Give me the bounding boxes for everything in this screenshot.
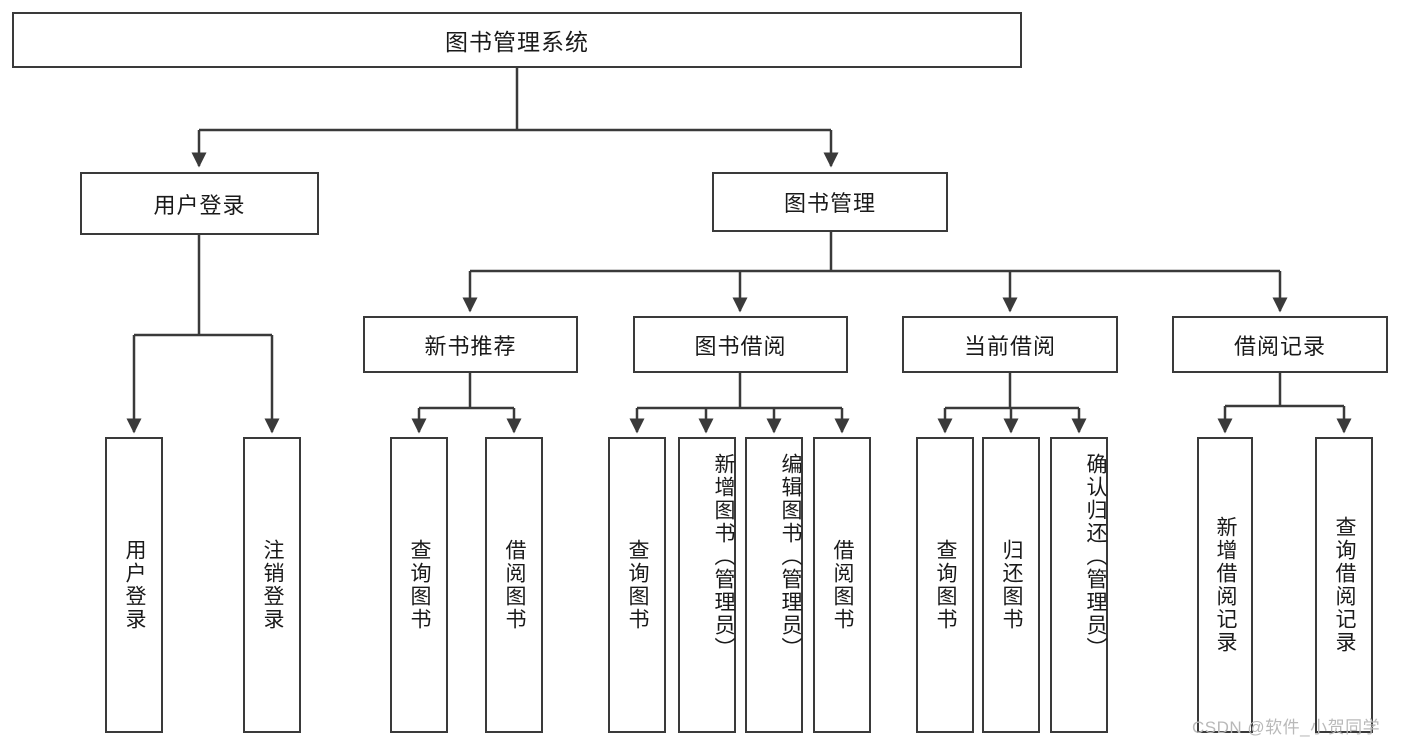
node-current-borrow[interactable]: 当前借阅	[902, 316, 1118, 373]
leaf-borrow-record-add[interactable]: 新增借阅记录	[1197, 437, 1253, 733]
node-root-system[interactable]: 图书管理系统	[12, 12, 1022, 68]
leaf-user-login-login[interactable]: 用户登录	[105, 437, 163, 733]
leaf-book-borrow-borrow[interactable]: 借阅图书	[813, 437, 871, 733]
leaf-new-book-borrow[interactable]: 借阅图书	[485, 437, 543, 733]
leaf-current-borrow-query[interactable]: 查询图书	[916, 437, 974, 733]
node-user-login[interactable]: 用户登录	[80, 172, 319, 235]
leaf-book-borrow-add[interactable]: 新增图书（管理员）	[678, 437, 736, 733]
leaf-user-login-logout[interactable]: 注销登录	[243, 437, 301, 733]
leaf-book-borrow-edit[interactable]: 编辑图书（管理员）	[745, 437, 803, 733]
node-book-borrow[interactable]: 图书借阅	[633, 316, 848, 373]
leaf-current-borrow-confirm-return[interactable]: 确认归还（管理员）	[1050, 437, 1108, 733]
leaf-new-book-query[interactable]: 查询图书	[390, 437, 448, 733]
node-book-management[interactable]: 图书管理	[712, 172, 948, 232]
node-borrow-record[interactable]: 借阅记录	[1172, 316, 1388, 373]
leaf-book-borrow-query[interactable]: 查询图书	[608, 437, 666, 733]
leaf-current-borrow-return[interactable]: 归还图书	[982, 437, 1040, 733]
leaf-borrow-record-query[interactable]: 查询借阅记录	[1315, 437, 1373, 733]
node-new-book-recommend[interactable]: 新书推荐	[363, 316, 578, 373]
